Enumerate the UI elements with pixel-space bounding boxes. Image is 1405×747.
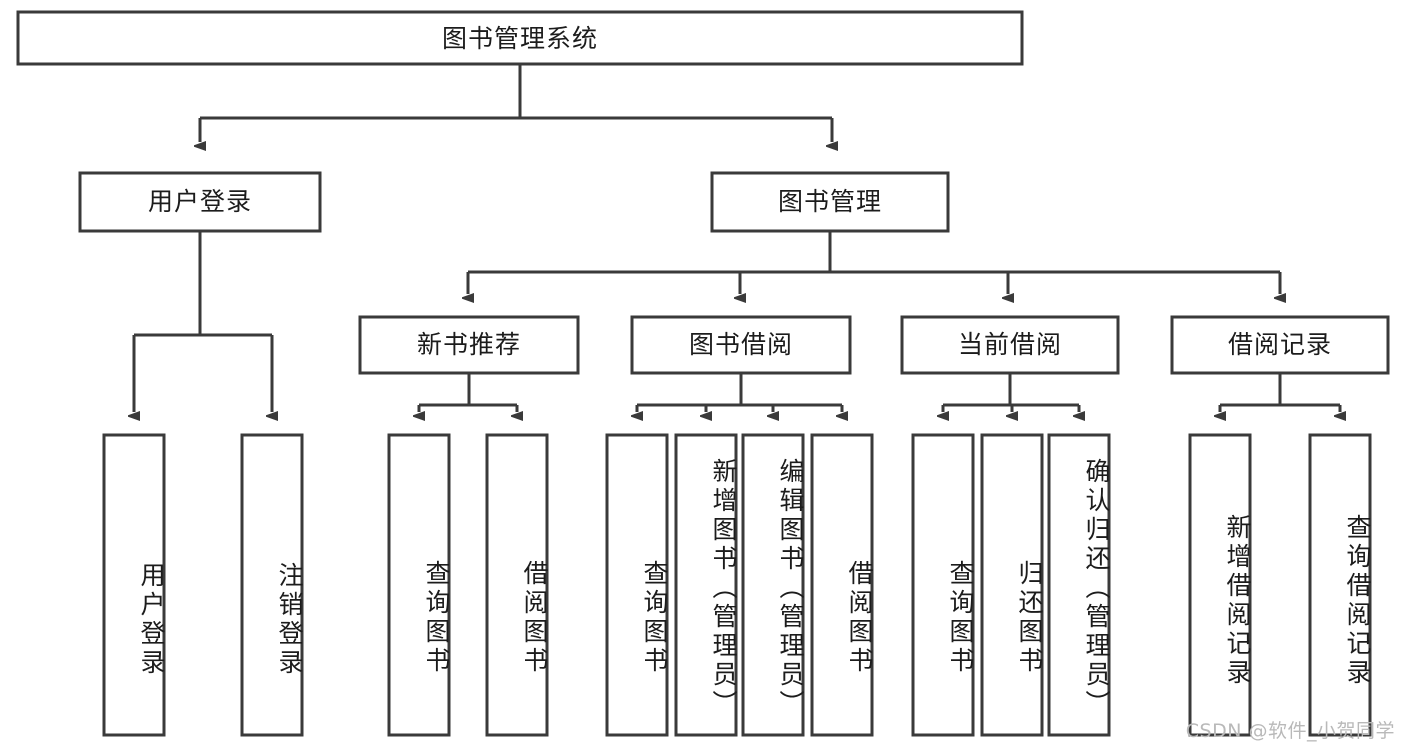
leaf-box-current-borrow-1[interactable] xyxy=(980,433,1044,737)
node-new-book-label: 新书推荐 xyxy=(417,330,521,359)
leaf-box-user-login-1[interactable] xyxy=(240,433,304,737)
node-book-borrow[interactable] xyxy=(630,315,852,375)
leaf-box-book-borrow-2[interactable] xyxy=(741,433,805,737)
watermark-text: CSDN @软件_小贺同学 xyxy=(1185,720,1395,742)
node-current-borrow[interactable] xyxy=(900,315,1120,375)
node-new-book[interactable] xyxy=(358,315,580,375)
node-book-manage-label: 图书管理 xyxy=(778,187,882,216)
node-root[interactable] xyxy=(16,10,1024,66)
leaf-box-user-login-0[interactable] xyxy=(102,433,166,737)
node-borrow-record-label: 借阅记录 xyxy=(1228,330,1332,359)
node-borrow-record[interactable] xyxy=(1170,315,1390,375)
node-book-manage[interactable] xyxy=(710,171,950,233)
leaf-box-current-borrow-0[interactable] xyxy=(911,433,975,737)
leaf-box-book-borrow-1[interactable] xyxy=(674,433,738,737)
leaf-box-borrow-record-0[interactable] xyxy=(1188,433,1252,737)
node-root-label: 图书管理系统 xyxy=(442,24,598,53)
leaf-box-book-borrow-3[interactable] xyxy=(810,433,874,737)
leaf-box-new-book-0[interactable] xyxy=(387,433,451,737)
leaf-box-current-borrow-2[interactable] xyxy=(1047,433,1111,737)
leaf-box-book-borrow-0[interactable] xyxy=(605,433,669,737)
leaf-box-borrow-record-1[interactable] xyxy=(1308,433,1372,737)
node-book-borrow-label: 图书借阅 xyxy=(689,330,793,359)
node-current-borrow-label: 当前借阅 xyxy=(958,330,1062,359)
leaf-box-new-book-1[interactable] xyxy=(485,433,549,737)
node-user-login-label: 用户登录 xyxy=(148,187,252,216)
